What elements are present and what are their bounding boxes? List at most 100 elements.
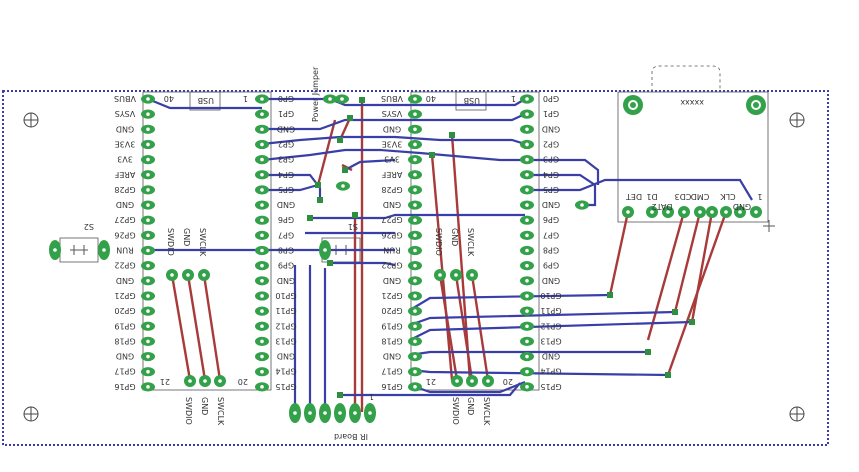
pico-pad-c3-3 [520, 139, 534, 150]
pico-pad-c2-5 [408, 170, 422, 180]
pico-pad-c3-11 [520, 261, 534, 271]
pico-right-pin20: 20 [503, 377, 513, 386]
pico-pad-c2-8 [408, 215, 422, 225]
debug-right-bottom-swclk: SWCLK [482, 397, 491, 426]
power-jumper-pad-b [335, 94, 349, 104]
silkscreen-layer: VBUSVSYSGND3V3E3V3AREFGP28GNDGP27GP26RUN… [84, 66, 704, 441]
bottom-trace-2 [202, 274, 222, 381]
pico-left-label-gp5: GP5 [278, 185, 294, 194]
pico-left-label-gp22: GP22 [114, 261, 135, 270]
pico-pad-c3-9 [520, 230, 534, 240]
pico-pad-c3-1 [520, 109, 534, 119]
via-15 [337, 392, 343, 398]
pico-left-label-gp7: GP7 [278, 230, 294, 239]
mounting-hole-bl [23, 406, 39, 422]
debug-right-top-2 [466, 269, 478, 281]
top-trace-10 [310, 213, 525, 220]
debug-right-bottom-swdio: SWDIO [451, 397, 460, 425]
debug-left-bottom-2 [214, 375, 226, 387]
pico-left-label-gp28: GP28 [114, 185, 135, 194]
pico-pad-c0-4 [141, 155, 155, 165]
pico-pad-c1-13 [255, 291, 269, 301]
pico-pad-c0-10 [141, 245, 155, 256]
pico-pad-c0-11 [141, 261, 155, 271]
pico-right-label-gnd: GND [542, 352, 560, 361]
pico-left-label-3v3: 3V3 [117, 155, 133, 164]
debug-left-top-0 [166, 269, 178, 281]
pico-left-label-gnd: GND [116, 200, 134, 209]
pico-left-label-gp21: GP21 [114, 291, 135, 300]
pico-pad-c1-17 [255, 351, 269, 362]
top-trace-1 [262, 97, 526, 107]
pico-pad-c1-1 [255, 109, 269, 119]
pico-pad-c0-15 [141, 321, 155, 331]
sd-card-label-1: 1 [757, 192, 762, 201]
pico-pad-c2-7 [408, 200, 422, 210]
pico-right-label-gp0: GP0 [543, 94, 559, 103]
via-9 [672, 309, 678, 315]
vias-layer [307, 97, 695, 398]
sd-card-pad-3 [678, 206, 690, 218]
usb-left-box [189, 91, 221, 111]
sd-card-label-clk: CLK [720, 192, 736, 201]
pico-left-label-gnd: GND [116, 124, 134, 133]
pico-pad-c3-4 [520, 155, 534, 165]
pico-right-label-gnd: GND [383, 124, 401, 133]
ir-board-pad-4 [349, 403, 361, 423]
via-10 [689, 319, 695, 325]
pico-left-label-vbus: VBUS [114, 94, 136, 103]
pico-pad-c0-18 [141, 367, 155, 377]
pico-right-label-gnd: GND [383, 200, 401, 209]
pico-right-label-gp12: GP12 [540, 321, 561, 330]
pico-pad-c2-3 [408, 139, 422, 150]
pico-pad-c1-3 [255, 139, 269, 150]
pico-pad-c2-18 [408, 367, 422, 377]
pico-right-label-vbus: VBUS [381, 94, 403, 103]
pico-right-label-gp6: GP6 [543, 215, 559, 224]
pico-pad-c3-13 [520, 291, 534, 301]
pico-right-label-gnd: GND [542, 276, 560, 285]
ir-board-label: IR Board [334, 432, 368, 441]
pico-pad-c2-15 [408, 321, 422, 331]
pico-right-label-gp8: GP8 [543, 246, 559, 255]
pico-pad-c3-2 [520, 124, 534, 134]
pico-right-label-run: RUN [383, 246, 400, 255]
sd-card-label-det: DET [626, 192, 642, 201]
pico-right-label-gp28: GP28 [381, 185, 402, 194]
ir-board-pad-0 [289, 403, 301, 423]
pico-pad-c2-1 [408, 109, 422, 119]
pico-pad-c1-4 [255, 155, 269, 165]
pico-right-label-gnd: GND [542, 200, 560, 209]
pico-left-label-gnd: GND [277, 124, 295, 133]
via-13 [327, 260, 333, 266]
pico-right-label-gp14: GP14 [540, 367, 561, 376]
pico-pad-c0-1 [141, 109, 155, 119]
bottom-trace-10 [430, 154, 454, 381]
pico-pad-c2-14 [408, 306, 422, 316]
pico-right-label-gp21: GP21 [381, 291, 402, 300]
via-8 [645, 349, 651, 355]
via-5 [429, 152, 435, 158]
pico-pad-c1-11 [255, 261, 269, 271]
pico-pad-c3-0 [520, 94, 534, 104]
pico-pad-c1-7 [255, 200, 269, 210]
debug-left-bottom-swclk: SWCLK [216, 397, 225, 426]
pico-right-label-gp7: GP7 [543, 230, 559, 239]
top-trace-9 [525, 158, 600, 185]
board-outline [2, 90, 829, 446]
switch-s2[interactable] [59, 237, 99, 263]
pico-left-pin21: 21 [160, 377, 170, 386]
top-trace-20 [409, 320, 693, 341]
pico-right-label-gp19: GP19 [381, 321, 402, 330]
sd-card-pad-1 [646, 206, 658, 218]
pico-left-label-gp26: GP26 [114, 230, 135, 239]
switch-s2-pad-b [98, 240, 110, 260]
pico-pad-c0-7 [141, 200, 155, 210]
pico-right-pin21: 21 [426, 377, 436, 386]
pico-left-label-3v3e: 3V3E [115, 139, 136, 148]
pico-left-label-vsys: VSYS [115, 109, 136, 118]
pico-right-label-gp20: GP20 [381, 306, 402, 315]
pico-right-label-gnd: GND [383, 276, 401, 285]
pico-pad-c2-19 [408, 382, 422, 392]
pico-pad-c1-16 [255, 336, 269, 346]
